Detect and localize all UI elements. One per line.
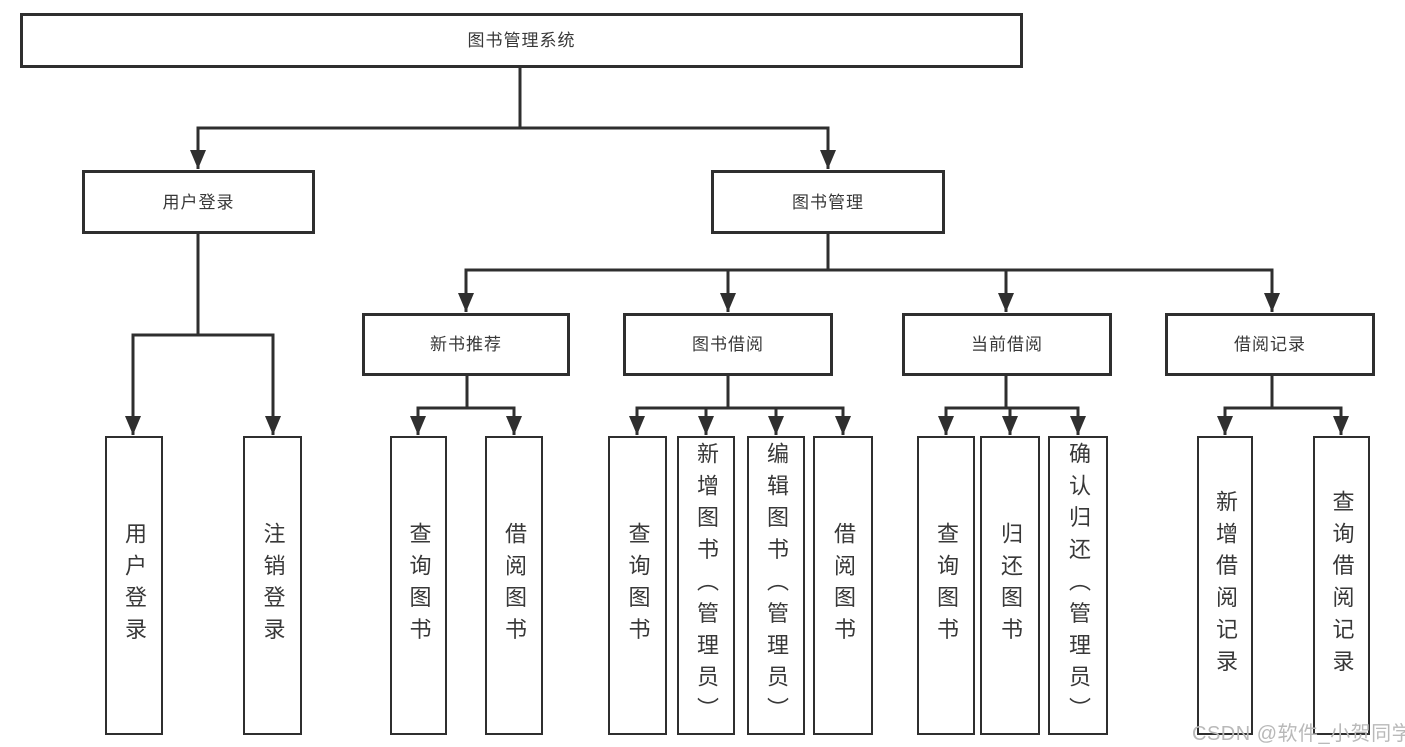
node-add-borrow-record: 新增借阅记录: [1197, 436, 1253, 735]
node-current-borrowing: 当前借阅: [902, 313, 1112, 376]
node-borrow-borrow-books: 借阅图书: [813, 436, 873, 735]
watermark: CSDN @软件_小贺同学: [1192, 723, 1405, 745]
node-current-borrowing-label: 当前借阅: [971, 335, 1043, 354]
node-rec-borrow-books: 借阅图书: [485, 436, 543, 735]
node-confirm-return-admin: 确认归还（管理员）: [1048, 436, 1108, 735]
node-current-query-books: 查询图书: [917, 436, 975, 735]
node-borrow-borrow-books-label: 借阅图书: [831, 521, 856, 650]
node-library-system: 图书管理系统: [20, 13, 1023, 68]
node-return-books-label: 归还图书: [998, 521, 1023, 650]
node-borrowing-records: 借阅记录: [1165, 313, 1375, 376]
node-user-login: 用户登录: [105, 436, 163, 735]
node-current-query-books-label: 查询图书: [934, 521, 959, 650]
node-book-borrowing: 图书借阅: [623, 313, 833, 376]
node-borrow-query-books: 查询图书: [608, 436, 667, 735]
node-add-books-admin: 新增图书（管理员）: [677, 436, 735, 735]
node-user-login-group: 用户登录: [82, 170, 315, 234]
node-borrowing-records-label: 借阅记录: [1234, 335, 1306, 354]
node-return-books: 归还图书: [980, 436, 1040, 735]
node-rec-borrow-books-label: 借阅图书: [502, 521, 527, 650]
node-new-book-recommend-label: 新书推荐: [430, 335, 502, 354]
node-query-borrow-record-label: 查询借阅记录: [1329, 489, 1355, 682]
node-library-system-label: 图书管理系统: [467, 31, 576, 50]
node-book-borrowing-label: 图书借阅: [692, 335, 764, 354]
node-add-borrow-record-label: 新增借阅记录: [1213, 489, 1238, 682]
node-add-books-admin-label: 新增图书（管理员）: [694, 441, 719, 730]
node-logout: 注销登录: [243, 436, 302, 735]
node-edit-books-admin: 编辑图书（管理员）: [747, 436, 805, 735]
node-new-book-recommend: 新书推荐: [362, 313, 570, 376]
node-user-login-group-label: 用户登录: [162, 192, 235, 212]
node-query-borrow-record: 查询借阅记录: [1313, 436, 1370, 735]
node-user-login-label: 用户登录: [122, 521, 147, 650]
node-rec-query-books-label: 查询图书: [406, 521, 432, 650]
node-book-management-label: 图书管理: [792, 192, 864, 212]
node-rec-query-books: 查询图书: [390, 436, 447, 735]
node-edit-books-admin-label: 编辑图书（管理员）: [764, 441, 789, 730]
node-borrow-query-books-label: 查询图书: [625, 521, 651, 650]
node-logout-label: 注销登录: [260, 521, 286, 650]
node-confirm-return-admin-label: 确认归还（管理员）: [1066, 441, 1091, 730]
node-book-management: 图书管理: [711, 170, 945, 234]
